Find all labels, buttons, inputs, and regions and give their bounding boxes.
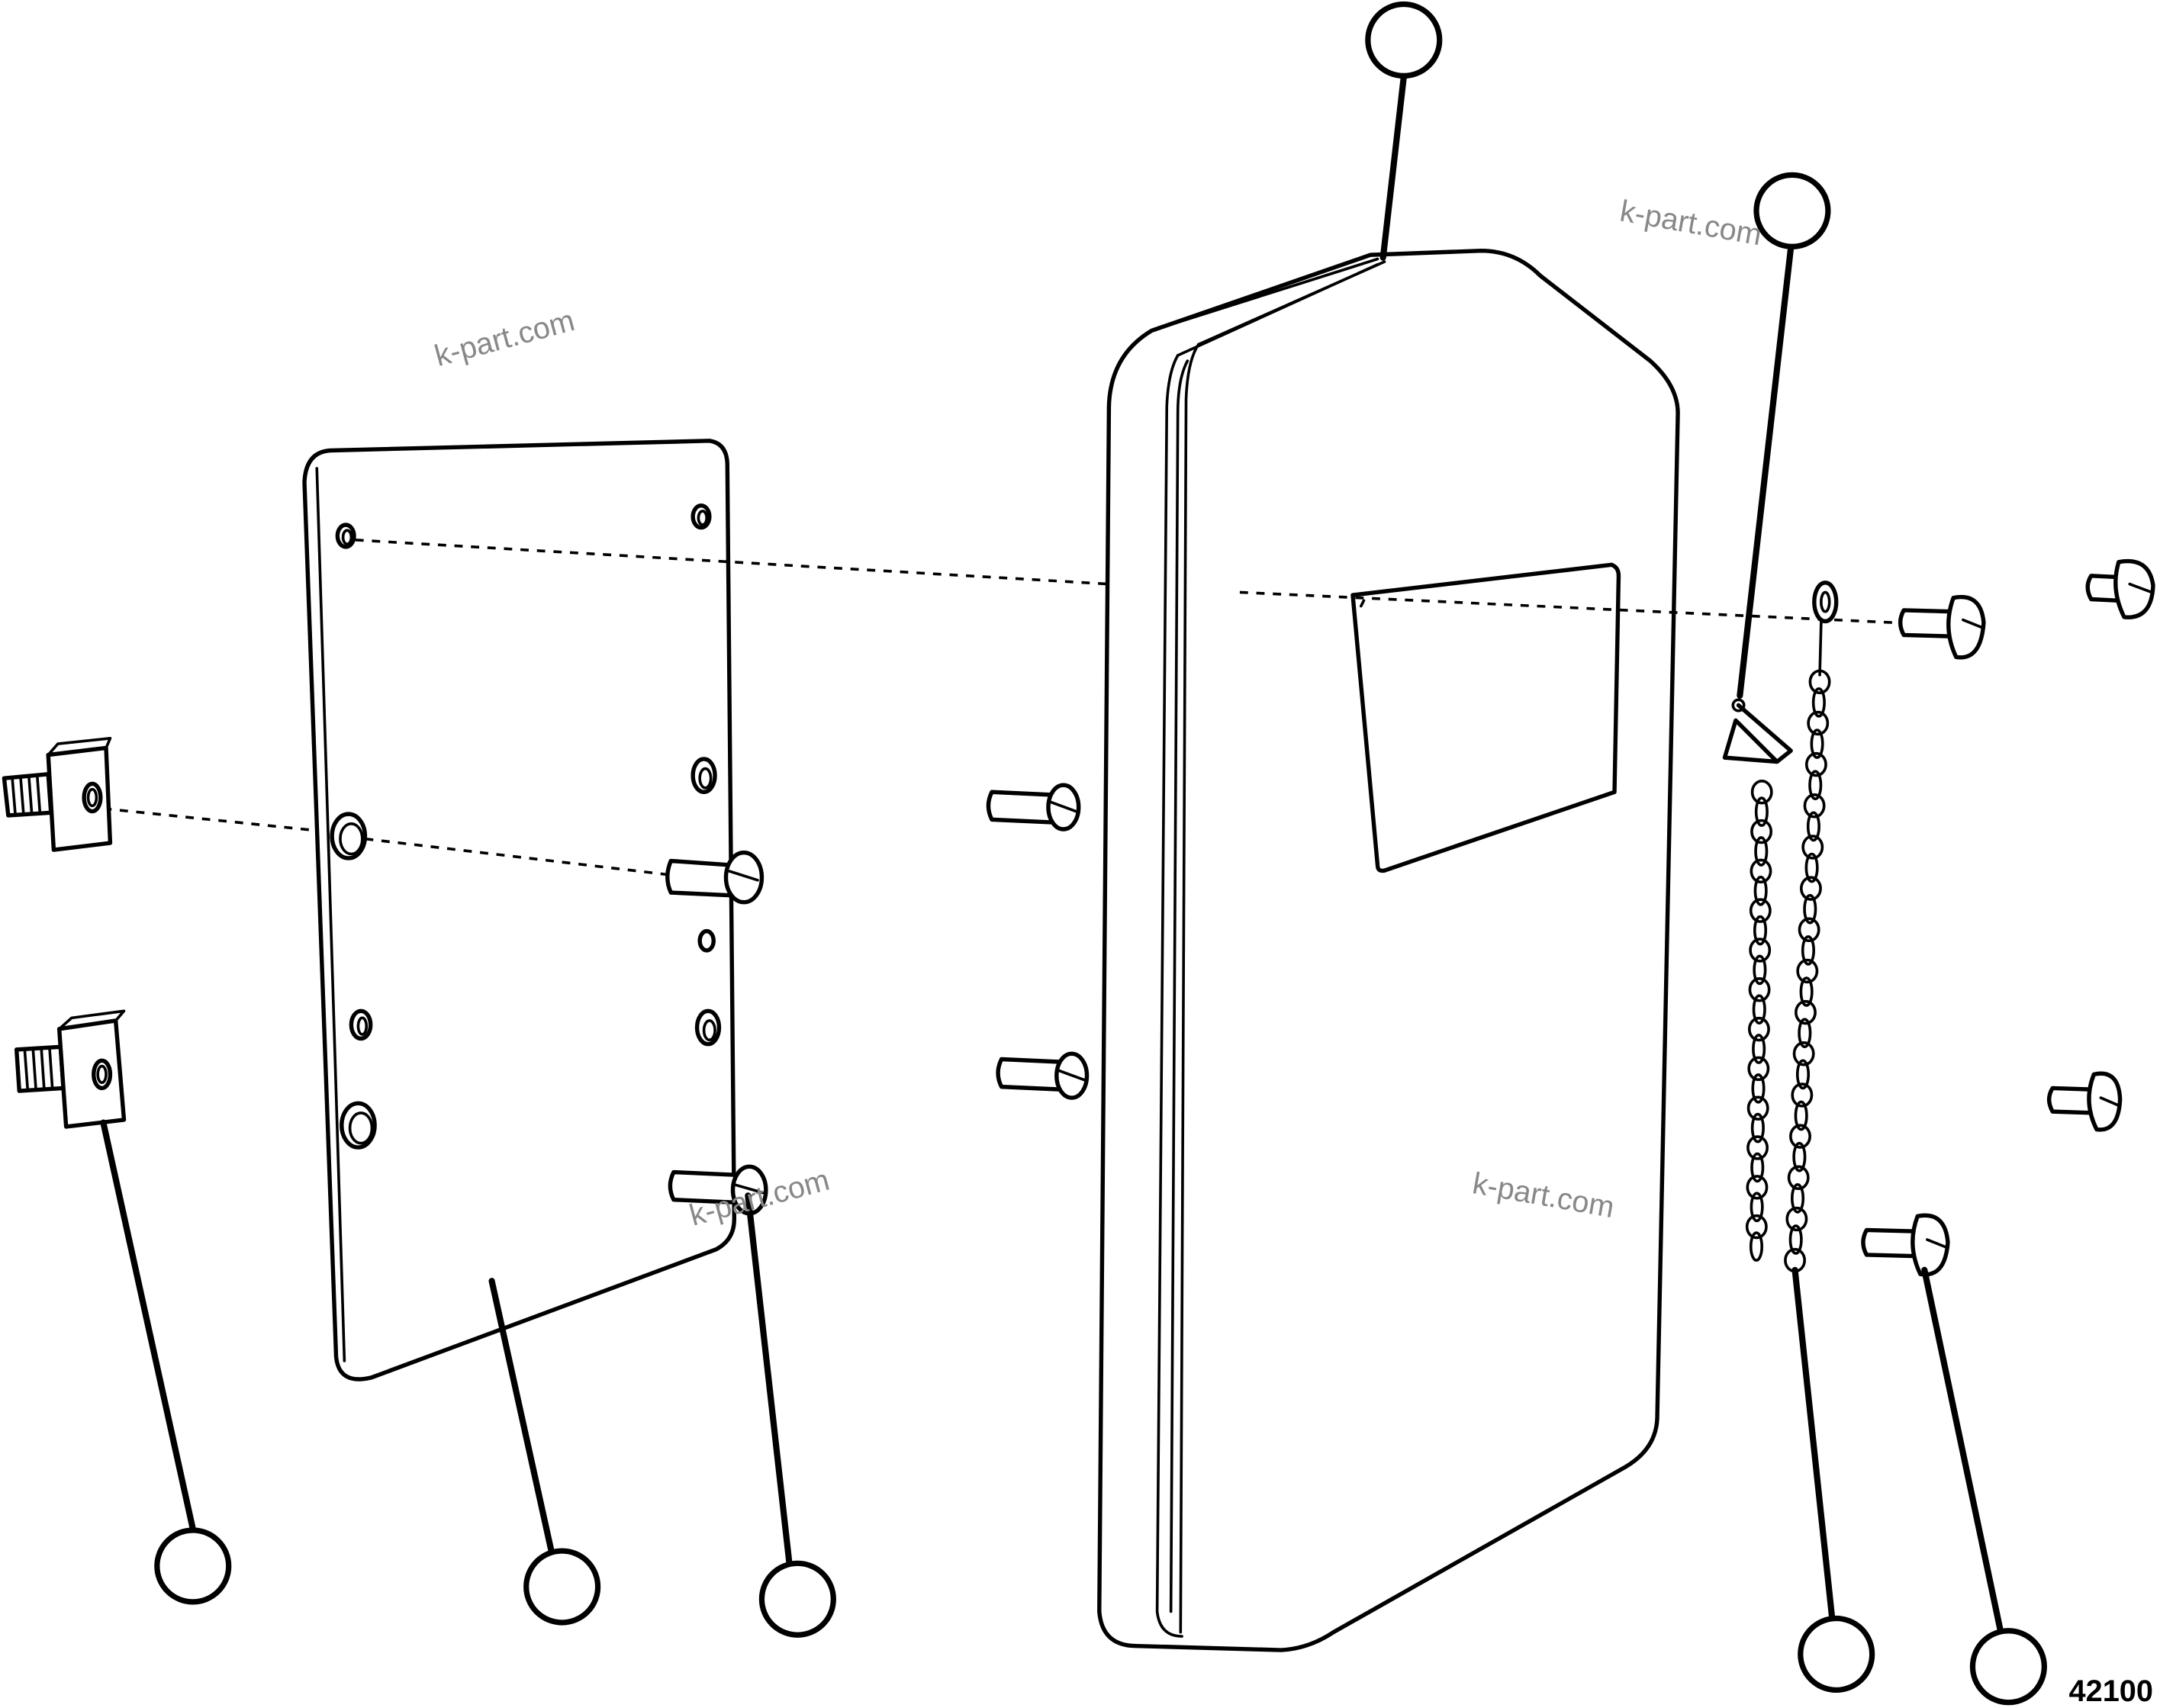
chain-link	[1749, 1231, 1764, 1262]
chain-link	[1799, 976, 1814, 1007]
chain-link	[1750, 780, 1773, 805]
drawing-code: 42100	[2069, 1674, 2153, 1708]
chain-link	[1789, 1124, 1811, 1149]
alignment-lines	[103, 539, 1894, 877]
chain-link	[1787, 1165, 1810, 1191]
chain-link	[1752, 994, 1766, 1025]
chain-link	[1810, 729, 1824, 759]
callout-1[interactable]	[1365, 1, 1443, 79]
slotted-screw-icon	[1898, 594, 1986, 660]
chain-link	[1806, 811, 1820, 842]
chain-link	[1791, 1082, 1814, 1108]
slotted-screw-icon	[996, 1051, 1090, 1100]
seat-cushion	[1097, 248, 1680, 1652]
chain-link	[1792, 1041, 1815, 1066]
chain-link	[1751, 1073, 1766, 1104]
callout-6[interactable]	[1798, 1615, 1875, 1694]
square-nut-with-stud-icon	[2, 737, 113, 852]
callout-2[interactable]	[1753, 172, 1831, 249]
chain-link	[1808, 770, 1823, 801]
chain-link	[1811, 687, 1826, 718]
chain-link	[1804, 751, 1827, 777]
slotted-screw-icon	[2046, 1071, 2123, 1132]
plate-holes	[330, 503, 722, 1150]
square-nut-with-stud-icon	[14, 1009, 127, 1129]
chain-link	[1746, 1175, 1769, 1200]
slotted-screw-icon	[986, 783, 1081, 831]
chain-link	[1754, 796, 1769, 828]
chain-link	[1753, 875, 1768, 906]
chain-link	[1750, 858, 1772, 884]
backing-plate	[302, 439, 737, 1382]
chain-link	[1807, 710, 1830, 736]
chain-left	[1745, 780, 1773, 1262]
chain-link	[1753, 915, 1768, 946]
chain-link	[1801, 835, 1824, 860]
chain-link	[1747, 1056, 1770, 1082]
chain-link	[1752, 1034, 1766, 1064]
chain-link	[1746, 1135, 1769, 1160]
watermark: k-part.com	[1618, 195, 1764, 253]
chain-link	[1803, 893, 1817, 925]
chain-right	[1784, 669, 1831, 1273]
chain-link	[1804, 852, 1819, 883]
chain-link	[1754, 836, 1769, 867]
callout-5[interactable]	[758, 1560, 836, 1638]
chain-link	[1749, 898, 1772, 923]
leader-lines	[100, 74, 2004, 1633]
callout-4[interactable]	[523, 1548, 601, 1626]
slotted-screw-icon	[665, 850, 765, 905]
chain-link	[1796, 958, 1819, 984]
slotted-screw-icon	[668, 1164, 768, 1216]
watermark: k-part.com	[431, 304, 578, 373]
chain-link	[1750, 1112, 1765, 1143]
slotted-screw-icon	[1861, 1213, 1950, 1277]
chain-link	[1745, 1214, 1768, 1240]
chain-link	[1792, 1141, 1807, 1172]
chain-with-hook-icon	[1722, 581, 1839, 1273]
chain-link	[1753, 954, 1767, 986]
chain-link	[1750, 1152, 1765, 1183]
chain-link	[1798, 1018, 1812, 1049]
chain-link	[1799, 876, 1822, 901]
chain-link	[1798, 917, 1820, 943]
chain-link	[1750, 819, 1773, 844]
callout-3[interactable]	[154, 1527, 232, 1605]
chain-link	[1795, 1059, 1811, 1090]
callout-7[interactable]	[1969, 1628, 2047, 1706]
chain-link	[1746, 1095, 1769, 1121]
chain-link	[1748, 977, 1771, 1002]
chain-link	[1788, 1224, 1803, 1255]
chain-link	[1803, 793, 1826, 819]
chain-link	[1801, 935, 1815, 966]
chain-link	[1791, 1183, 1805, 1214]
chain-link	[1785, 1206, 1808, 1232]
chain-link	[1794, 1100, 1808, 1131]
chain-link	[1808, 669, 1831, 695]
chain-link	[1749, 938, 1772, 963]
chain-link	[1750, 1192, 1764, 1223]
chain-link	[1748, 1016, 1770, 1042]
chain-link	[1795, 999, 1817, 1025]
slotted-screw-icon	[2085, 558, 2155, 619]
